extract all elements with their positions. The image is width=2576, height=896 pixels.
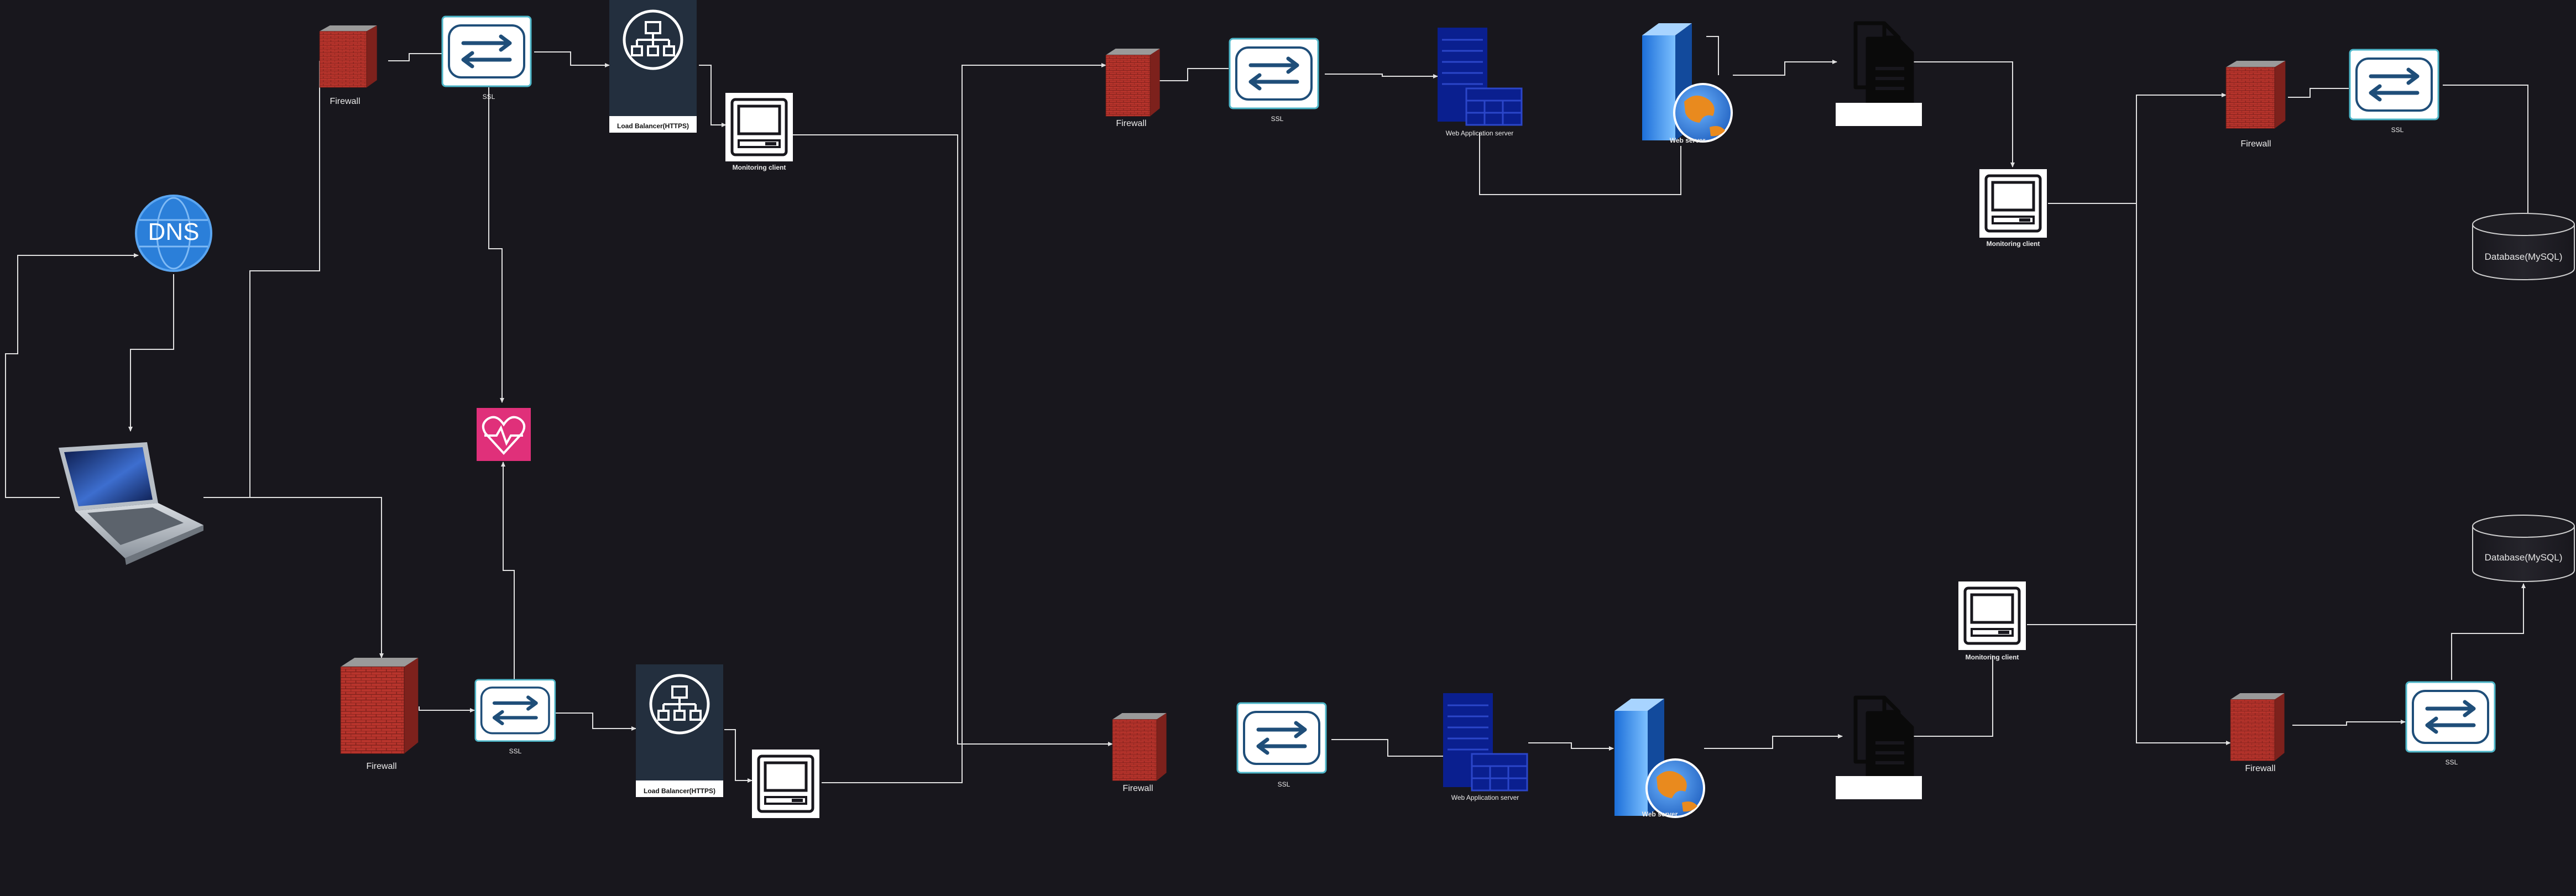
connector: [1528, 742, 1614, 751]
load-balancer-label: Load Balancer(HTTPS): [616, 122, 689, 130]
connector: [1911, 656, 1993, 737]
connector: [1479, 133, 1681, 195]
connector: [2451, 583, 2526, 680]
ssl-transfer-icon: [442, 17, 531, 86]
ssl-transfer-icon: [476, 680, 555, 741]
firewall-icon: [1112, 712, 1167, 781]
laptop-icon: [59, 442, 203, 565]
health-heart-icon: [477, 408, 531, 461]
connector: [1331, 739, 1486, 758]
ssl-label: SSL: [1271, 115, 1284, 123]
load-balancer-icon: [609, 0, 697, 133]
firewall-icon: [2225, 60, 2286, 129]
firewall-icon: [340, 657, 419, 754]
load-balancer-icon: [636, 664, 723, 797]
firewall-label: Firewall: [330, 97, 360, 106]
dns-label: DNS: [148, 218, 200, 245]
connector: [822, 63, 1106, 783]
documents-label-box: [1836, 103, 1922, 126]
load-balancer-label: Load Balancer(HTTPS): [643, 787, 716, 795]
connector: [555, 712, 636, 731]
connector: [1913, 61, 2015, 167]
connector: [2048, 203, 2231, 745]
documents-label-box: [1836, 776, 1922, 799]
monitoring-client-label: Monitoring client: [1986, 240, 2040, 248]
firewall-label: Firewall: [366, 762, 397, 771]
database-cylinder-icon: [2472, 515, 2575, 582]
firewall-label: Firewall: [1122, 784, 1153, 793]
monitor-icon: [1958, 581, 2026, 650]
connector: [488, 87, 504, 403]
database-cylinder-icon: [2472, 213, 2575, 280]
connector: [419, 706, 475, 712]
monitor-icon: [1979, 169, 2047, 238]
database-label: Database(MySQL): [2484, 552, 2563, 563]
connector: [388, 53, 442, 61]
firewall-label: Firewall: [2240, 139, 2271, 149]
connector: [203, 497, 384, 658]
connectors: [5, 36, 2530, 783]
server-rack-icon: [1442, 692, 1528, 792]
connector: [128, 274, 174, 432]
connector: [724, 729, 753, 783]
ssl-transfer-icon: [2350, 50, 2438, 119]
firewall-icon: [2230, 693, 2285, 761]
connector: [699, 65, 727, 127]
web-server-label: Web server: [1642, 810, 1678, 818]
ssl-label: SSL: [482, 93, 495, 101]
dns-globe-icon: [135, 195, 212, 272]
documents-icon: [1856, 23, 1912, 103]
monitoring-client-label: Monitoring client: [732, 164, 786, 171]
firewall-icon: [319, 25, 378, 88]
ssl-label: SSL: [509, 747, 522, 755]
connector: [1159, 68, 1229, 81]
server-rack-icon: [1436, 27, 1523, 126]
connector: [2288, 88, 2349, 98]
connector: [501, 462, 515, 680]
web-app-server-label: Web Application server: [1451, 794, 1519, 801]
ssl-label: SSL: [2445, 758, 2458, 766]
ssl-transfer-icon: [1237, 703, 1326, 773]
ssl-transfer-icon: [2406, 682, 2495, 752]
monitor-icon: [725, 93, 793, 161]
connector: [2443, 85, 2530, 225]
connector: [1733, 60, 1837, 76]
ssl-label: SSL: [2391, 126, 2404, 134]
connector: [5, 253, 139, 498]
connector: [1706, 36, 1719, 75]
database-label: Database(MySQL): [2484, 251, 2563, 262]
firewall-icon: [1105, 48, 1161, 117]
ssl-transfer-icon: [1230, 39, 1318, 108]
firewall-label: Firewall: [1116, 119, 1147, 128]
monitor-icon: [752, 750, 819, 818]
ssl-label: SSL: [1277, 780, 1290, 788]
connector: [2027, 93, 2227, 625]
connector: [1325, 74, 1438, 78]
web-server-label: Web server: [1669, 137, 1706, 144]
documents-icon: [1856, 698, 1912, 777]
web-app-server-label: Web Application server: [1445, 129, 1514, 137]
firewall-label: Firewall: [2245, 764, 2276, 773]
monitoring-client-label: Monitoring client: [1965, 653, 2019, 661]
connector: [534, 51, 610, 67]
connector: [793, 134, 1113, 746]
web-server-globe-icon: [1613, 698, 1705, 818]
connector: [1704, 734, 1843, 749]
connector: [2292, 720, 2406, 726]
connector: [203, 61, 320, 498]
